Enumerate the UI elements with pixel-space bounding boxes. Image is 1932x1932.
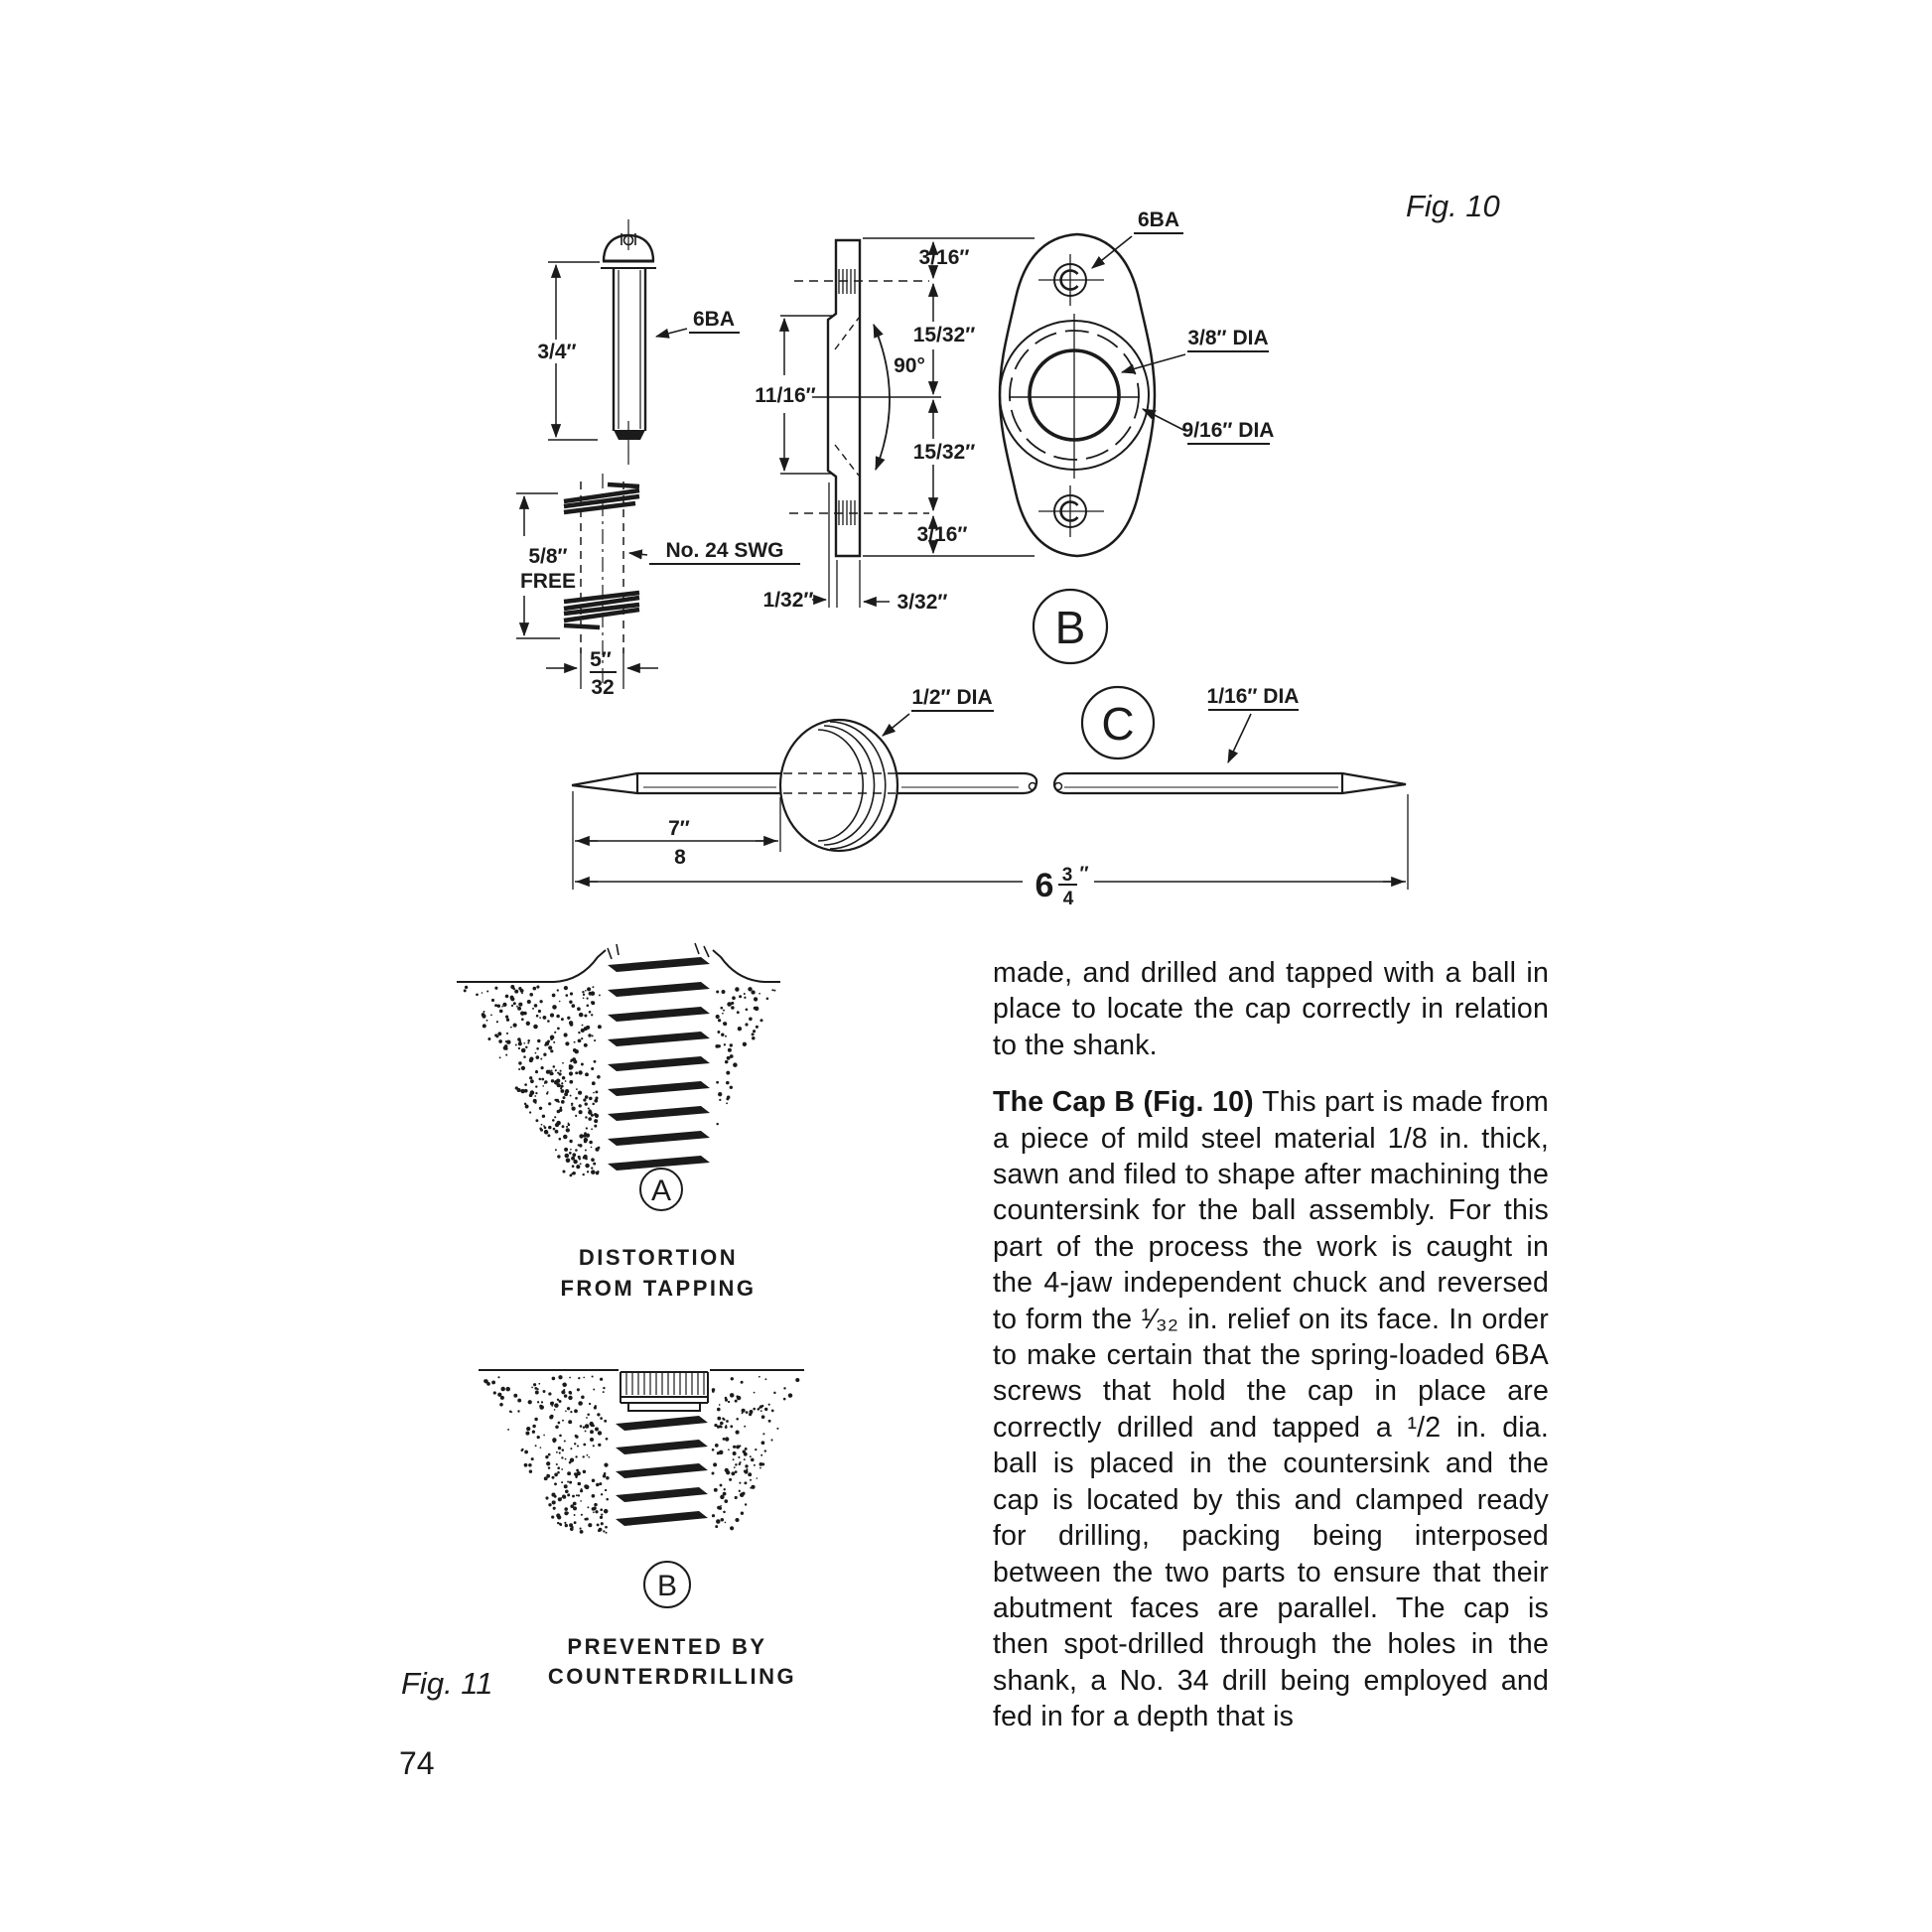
- part-letter-c: C: [1101, 698, 1134, 750]
- fig11-a-letter: A: [651, 1174, 671, 1207]
- shank-view: C 1/2″ DIA 1/16″ DIA 7″ 8 6 3 4 ″: [571, 685, 1409, 909]
- part-letter-b: B: [1055, 602, 1086, 653]
- fig11-a-section: A DISTORTION FROM TAPPING: [457, 942, 780, 1301]
- tip-dia-label: 1/16″ DIA: [1207, 685, 1300, 708]
- article-paragraph-2-body: This part is made from a piece of mild s…: [993, 1086, 1549, 1733]
- overall-len-num: 3: [1062, 865, 1073, 886]
- fig11-b-section: B PREVENTED BY COUNTERDRILLING: [479, 1369, 804, 1689]
- cap-face-view: 6BA 3/8″ DIA 9/16″ DIA B: [998, 208, 1275, 665]
- ball-offset-den: 8: [674, 846, 686, 869]
- dim-11-16: 11/16″: [755, 384, 815, 407]
- spring-free-length: 5/8″: [528, 545, 567, 568]
- cap-bore-label: 3/8″ DIA: [1187, 327, 1268, 349]
- spring-free-word: FREE: [520, 570, 576, 593]
- dim-3-16-top: 3/16″: [919, 246, 970, 269]
- cap-screw-label: 6BA: [1138, 208, 1179, 231]
- dim-15-32-top: 15/32″: [913, 324, 976, 346]
- fig11-a-caption-1: DISTORTION: [579, 1245, 738, 1270]
- fig11-b-caption-1: PREVENTED BY: [567, 1634, 766, 1659]
- spring-view: 5/8″ FREE No. 24 SWG 5″ 32: [516, 474, 800, 699]
- overall-len-int: 6: [1035, 867, 1054, 904]
- cap-side-view: 3/16″ 15/32″ 15/32″ 3/16″ 90° 11/16″ 1/3…: [755, 237, 1140, 614]
- page-number: 74: [399, 1745, 435, 1781]
- fig10-drawing: 3/4″ 6BA 5/8″ FREE No. 24 SWG: [516, 208, 1409, 909]
- dim-15-32-bottom: 15/32″: [913, 441, 976, 464]
- dim-3-16-bottom: 3/16″: [917, 523, 968, 546]
- article-paragraph-2-lead: The Cap B (Fig. 10): [993, 1086, 1263, 1119]
- ball-dia-label: 1/2″ DIA: [911, 686, 992, 709]
- article-paragraph-1: made, and drilled and tapped with a ball…: [993, 957, 1549, 1061]
- dim-1-32: 1/32″: [763, 589, 814, 612]
- fig11-drawing: A DISTORTION FROM TAPPING B PREVENTED BY…: [457, 942, 804, 1689]
- fig11-b-caption-2: COUNTERDRILLING: [548, 1664, 796, 1689]
- spring-od-num: 5″: [590, 648, 612, 671]
- screw-side-view: 3/4″ 6BA: [537, 219, 740, 465]
- fig11-caption: Fig. 11: [401, 1666, 493, 1701]
- screw-thread-label: 6BA: [693, 308, 735, 331]
- fig11-b-letter: B: [657, 1570, 677, 1602]
- screw-length-dim: 3/4″: [537, 341, 576, 363]
- article-paragraph-2: The Cap B (Fig. 10) This part is made fr…: [993, 1084, 1549, 1734]
- overall-len-den: 4: [1063, 889, 1074, 909]
- fig11-a-caption-2: FROM TAPPING: [560, 1276, 756, 1301]
- ball-offset-num: 7″: [668, 817, 690, 840]
- dim-3-32: 3/32″: [897, 591, 948, 614]
- fig10-caption: Fig. 10: [1406, 189, 1500, 223]
- spring-wire-gauge: No. 24 SWG: [665, 539, 783, 562]
- cap-boss-label: 9/16″ DIA: [1182, 419, 1275, 442]
- article-text-column: made, and drilled and tapped with a ball…: [993, 955, 1549, 1735]
- spring-od-den: 32: [591, 676, 614, 699]
- dim-angle: 90°: [894, 354, 925, 377]
- overall-len-unit: ″: [1079, 864, 1088, 885]
